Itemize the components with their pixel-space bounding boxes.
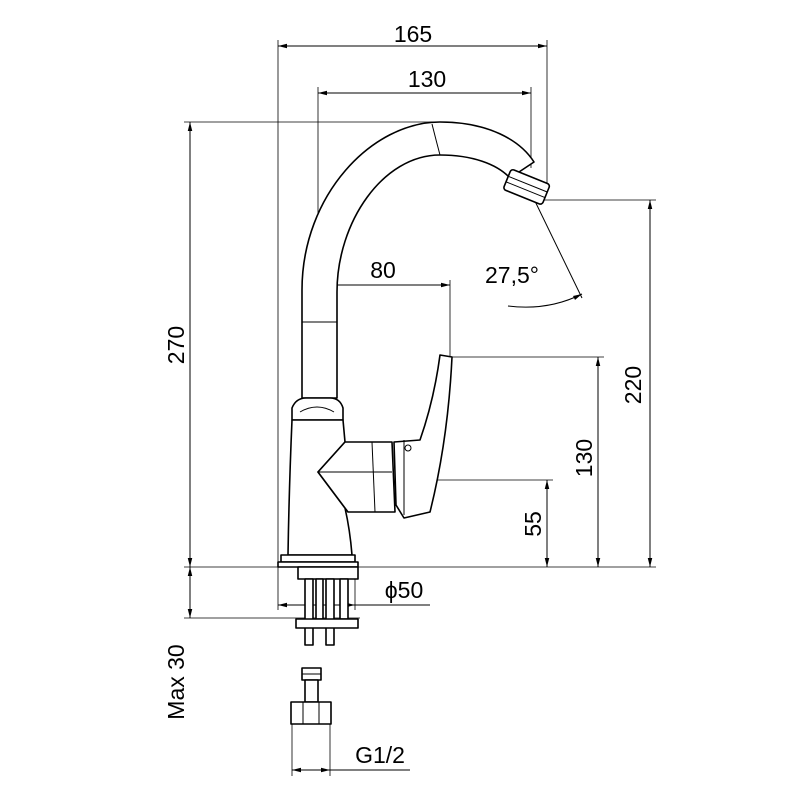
- hex-nut: [290, 701, 332, 725]
- cartridge-housing: [317, 441, 396, 513]
- label-angle: 27,5°: [485, 262, 539, 288]
- label-g12: G1/2: [355, 742, 405, 768]
- angle-arc: [507, 293, 583, 308]
- collar: [291, 397, 344, 421]
- aerator: [503, 168, 551, 205]
- hose-connector: [290, 667, 332, 725]
- mounting-washer: [295, 618, 359, 629]
- spout: [301, 121, 535, 399]
- label-165: 165: [394, 21, 432, 47]
- label-80: 80: [370, 257, 396, 283]
- label-130-top: 130: [408, 66, 446, 92]
- angle-axis-line: [531, 194, 583, 299]
- label-55: 55: [520, 511, 546, 537]
- label-130-side: 130: [571, 439, 597, 477]
- faucet: [277, 121, 551, 725]
- label-phi50: ϕ50: [385, 577, 423, 603]
- mounting-studs: [295, 566, 359, 646]
- dimension-labels: 165 130 80 27,5° 270 220 130 55 ϕ50 Max …: [163, 21, 646, 768]
- base-ring: [280, 554, 356, 563]
- handle-lever: [393, 354, 453, 519]
- spout-seam: [431, 123, 441, 156]
- label-max30: Max 30: [163, 644, 189, 719]
- label-270: 270: [163, 326, 189, 364]
- label-220: 220: [620, 366, 646, 404]
